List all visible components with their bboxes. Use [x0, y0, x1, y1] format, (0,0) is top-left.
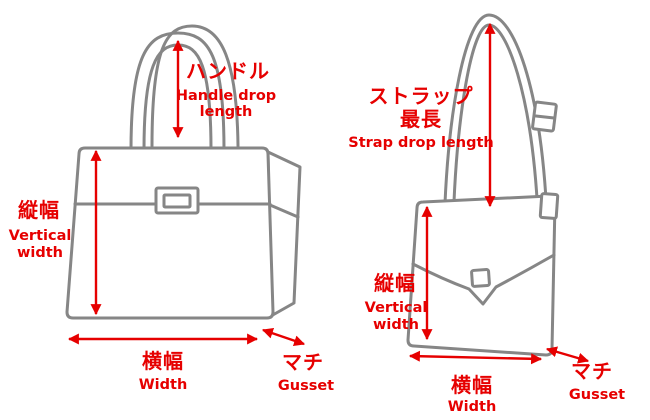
shoulder-gusset-label-en: Gusset	[569, 387, 625, 403]
tote-height-label-en-line2: width	[17, 245, 63, 261]
tote-width-label-en: Width	[139, 377, 188, 393]
tote-gusset-label-en: Gusset	[278, 378, 334, 394]
shoulder-width-label-en: Width	[448, 399, 497, 415]
tote-height-label-jp: 縦幅	[18, 198, 60, 222]
tote-measurements: ハンドル Handle drop length 縦幅 Vertical widt…	[9, 39, 334, 394]
shoulder-measurements: ストラップ 最長 Strap drop length 縦幅 Vertical w…	[348, 22, 625, 415]
shoulder-gusset-arrow	[545, 346, 590, 364]
tote-body	[65, 146, 275, 320]
tote-width-label-jp: 横幅	[142, 349, 184, 373]
handle-label-jp: ハンドル	[186, 59, 270, 83]
strap-end-tab	[538, 192, 560, 220]
shoulder-gusset-label-jp: マチ	[571, 359, 613, 383]
shoulder-height-label-en-line1: Vertical	[365, 300, 428, 316]
strap-label-en: Strap drop length	[348, 135, 493, 151]
shoulder-height-label-jp: 縦幅	[374, 271, 416, 295]
handle-label-en-line1: Handle drop	[176, 88, 276, 104]
tote-front-handle-outer	[129, 31, 226, 152]
shoulder-clasp	[470, 268, 491, 288]
tote-back-handle	[150, 24, 240, 148]
tote-bag-drawing	[65, 24, 302, 320]
tote-clasp-inner	[162, 193, 192, 209]
strap-label-jp-line2: 最長	[400, 107, 442, 131]
shoulder-height-label-en-line2: width	[373, 317, 419, 333]
tote-height-label-en-line1: Vertical	[9, 228, 72, 244]
shoulder-width-label-jp: 横幅	[451, 373, 493, 397]
tote-gusset-label-jp: マチ	[282, 350, 324, 374]
strap-label-jp-line1: ストラップ	[369, 84, 474, 108]
shoulder-flap-edge	[411, 253, 556, 306]
shoulder-width-arrow	[408, 350, 543, 365]
handle-label-en-line2: length	[200, 104, 253, 120]
shoulder-bag-drawing	[406, 13, 560, 357]
tote-gusset-arrow	[261, 327, 306, 347]
strap-adjuster-bar	[534, 114, 556, 120]
tote-flap-side-edge	[268, 203, 300, 219]
